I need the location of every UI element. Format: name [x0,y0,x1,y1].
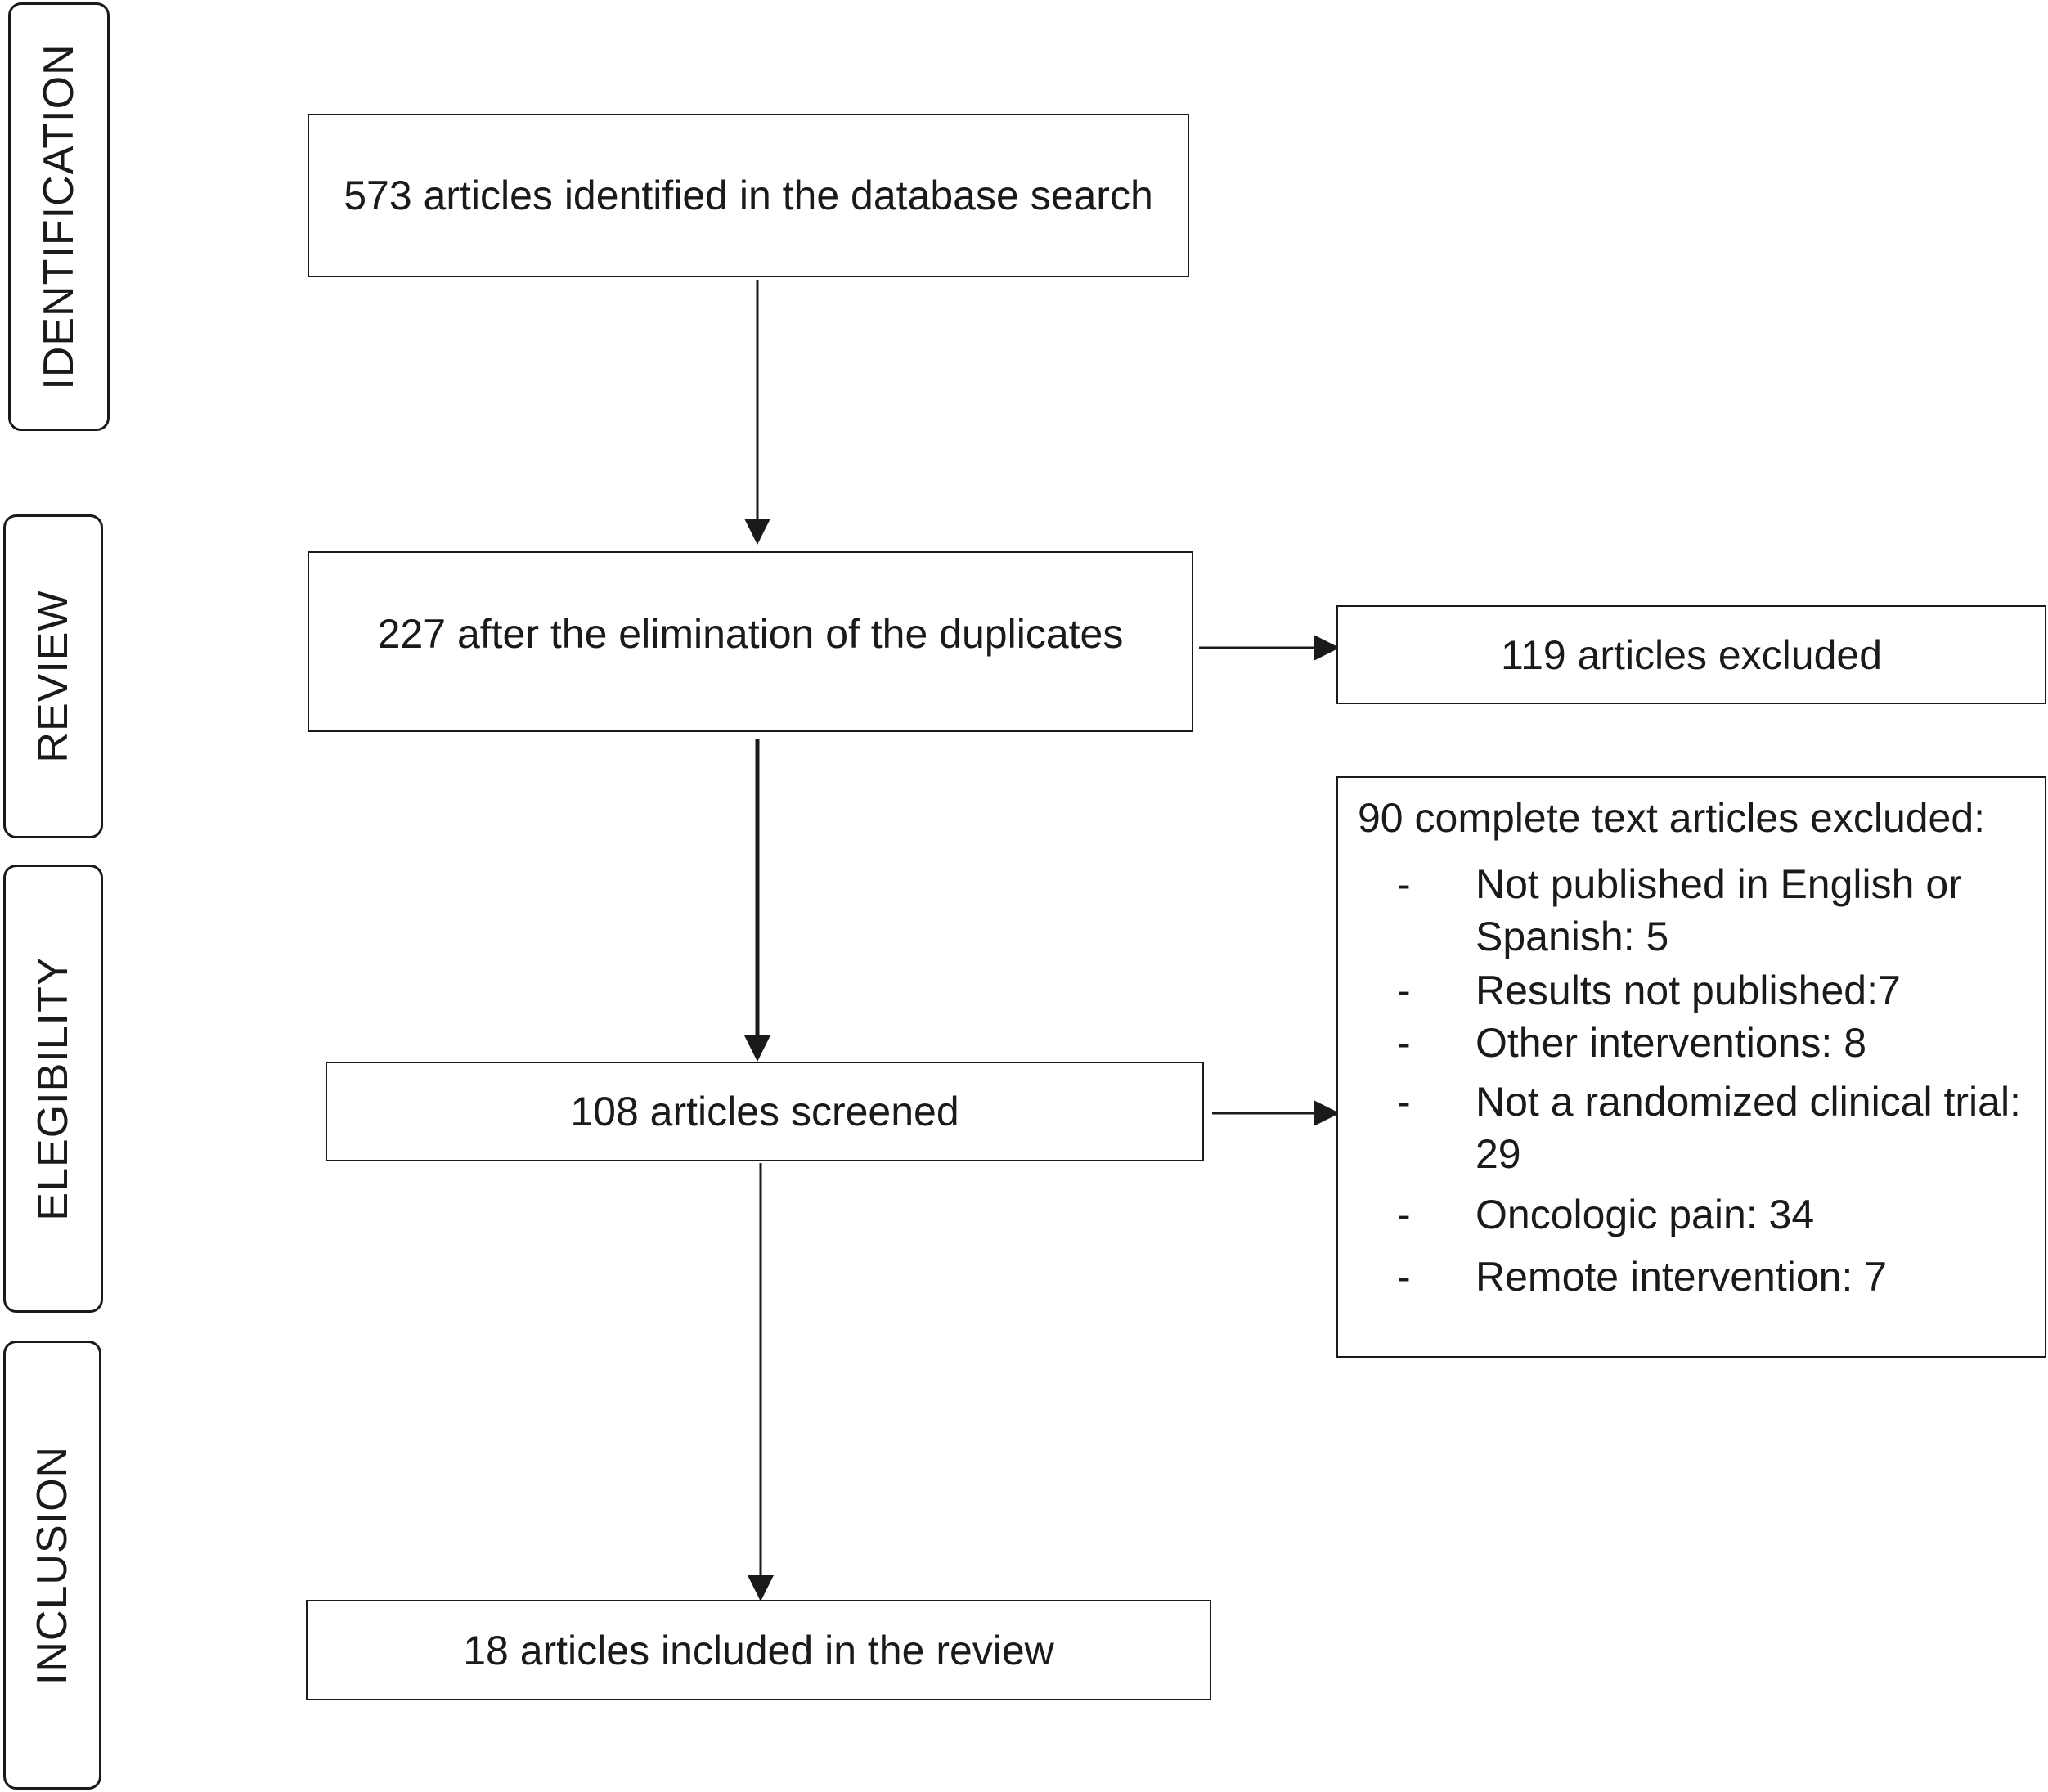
included-text: 18 articles included in the review [463,1627,1054,1673]
exclusion-dash: - [1397,968,1411,1013]
arrowhead-included [748,1575,774,1601]
arrowhead-screened [744,1035,770,1062]
arrowhead-review [744,519,770,545]
screened-box: 108 articles screened [326,1062,1204,1161]
exclusion-text: Not published in English or Spanish: 5 [1475,861,1962,959]
phase-eligibility: ELEGIBILITY [3,865,103,1313]
identified-box: 573 articles identified in the database … [308,114,1189,277]
full-text-exclusions-title: 90 complete text articles excluded: [1358,795,1986,841]
exclusion-text: Remote intervention: 7 [1475,1254,1888,1300]
phase-review: REVIEW [3,514,103,838]
arrowhead-exclusions [1314,1100,1340,1126]
exclusion-dash: - [1397,1020,1411,1066]
after-duplicates-box: 227 after the elimination of the duplica… [308,551,1193,732]
exclusion-dash: - [1397,1192,1411,1237]
excluded-text: 119 articles excluded [1500,631,1882,678]
phase-identification: IDENTIFICATION [8,2,110,431]
arrowhead-excluded [1314,635,1340,661]
identified-text: 573 articles identified in the database … [344,173,1153,218]
exclusion-dash: - [1397,1254,1411,1300]
included-box: 18 articles included in the review [306,1600,1211,1700]
exclusion-dash: - [1397,1079,1411,1125]
exclusion-dash: - [1397,861,1411,907]
phase-inclusion: INCLUSION [3,1341,101,1790]
excluded-box: 119 articles excluded [1336,605,2046,704]
screened-text: 108 articles screened [570,1089,959,1134]
exclusion-text: Not a randomized clinical trial: 29 [1475,1079,2021,1177]
exclusion-text: Oncologic pain: 34 [1475,1192,1815,1237]
after-duplicates-text: 227 after the elimination of the duplica… [377,610,1124,657]
exclusion-text: Other interventions: 8 [1475,1020,1867,1066]
exclusion-text: Results not published:7 [1475,968,1901,1013]
full-text-exclusions-box: 90 complete text articles excluded: - No… [1336,776,2046,1358]
